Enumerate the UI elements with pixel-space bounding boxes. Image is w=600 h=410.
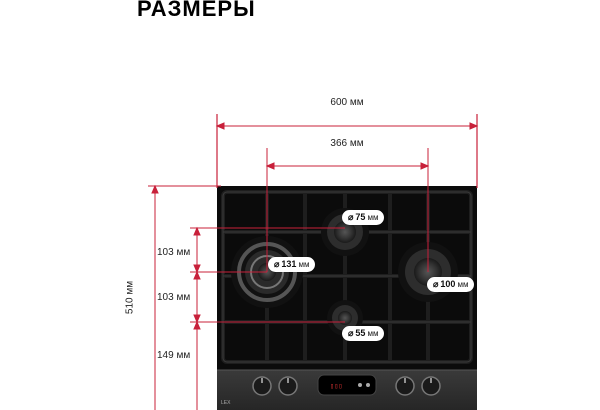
front-offset-label: 149 мм bbox=[157, 350, 191, 361]
knob-1 bbox=[252, 376, 272, 396]
diameter-icon: ⌀ bbox=[348, 212, 354, 222]
knob-2 bbox=[278, 376, 298, 396]
burner-spacing-label: 366 мм bbox=[330, 138, 364, 149]
page-title: РАЗМЕРЫ bbox=[137, 0, 256, 21]
dimension-lines bbox=[148, 114, 479, 410]
diameter-icon: ⌀ bbox=[348, 328, 354, 338]
knobs bbox=[252, 376, 441, 396]
knob-3 bbox=[395, 376, 415, 396]
knob-4 bbox=[421, 376, 441, 396]
row-spacing-1-label: 103 мм bbox=[157, 247, 191, 258]
diameter-icon: ⌀ bbox=[433, 279, 439, 289]
diameter-icon: ⌀ bbox=[274, 259, 280, 269]
svg-text:▯▯▯: ▯▯▯ bbox=[330, 382, 343, 390]
brand-logo: LEX bbox=[221, 400, 231, 406]
row-spacing-2-label: 103 мм bbox=[157, 292, 191, 303]
total-depth-label: 510 мм bbox=[124, 280, 136, 315]
timer-display: ▯▯▯ bbox=[317, 374, 377, 396]
total-width-label: 600 мм bbox=[330, 97, 364, 108]
